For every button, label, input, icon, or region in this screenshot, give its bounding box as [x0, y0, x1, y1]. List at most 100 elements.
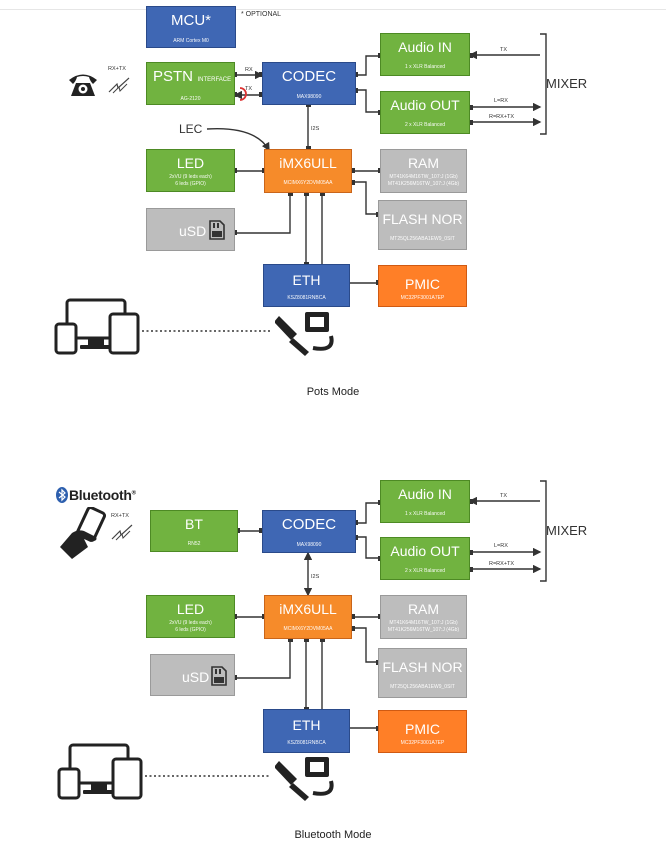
- optional-note: * OPTIONAL: [241, 11, 282, 18]
- bt-eth-sub: KSZ8081RNBCA: [287, 740, 326, 746]
- bt-audio-out-block: Audio OUT 2 x XLR Balanced: [380, 537, 470, 580]
- pots-l-rx-label: L=RX: [494, 98, 508, 104]
- devices-icon: [54, 298, 140, 355]
- top-divider: [0, 9, 666, 10]
- bt-ram-sub2: MT41K256M16TW_107:J (4Gb): [387, 626, 460, 633]
- bt-audio-in-sub: 1 x XLR Balanced: [404, 511, 446, 517]
- bt-flash-title: FLASH NOR: [382, 659, 463, 675]
- bt-ethernet-cable-icon: [275, 757, 334, 801]
- ram-sub2: MT41K256M16TW_107:J (4Gb): [387, 180, 460, 187]
- mcu-sub: ARM Cortex M0: [173, 38, 209, 44]
- bt-ram-sub1: MT41K64M16TW_107:J (1Gb): [389, 620, 458, 626]
- pmic-title: PMIC: [405, 276, 440, 292]
- bt-audio-in-title: Audio IN: [398, 486, 452, 502]
- pots-lec-label: LEC: [179, 122, 203, 136]
- imx-title: iMX6ULL: [279, 155, 337, 171]
- bt-sub: RN52: [187, 541, 201, 547]
- bt-sd-card-icon: [211, 666, 227, 686]
- bt-mixer-label: MIXER: [546, 523, 588, 538]
- bluetooth-logo-icon: [56, 487, 68, 503]
- bt-pmic-block: PMIC MC32PF3001A7EP: [378, 710, 467, 753]
- bluetooth-brand-text: Bluetooth: [69, 487, 132, 503]
- phone-icon: [69, 74, 97, 96]
- bt-led-block: LED 2xVU (9 leds each) 6 leds (GPIO): [146, 595, 235, 638]
- codec-sub: MAX98090: [296, 94, 322, 100]
- bt-imx-block: iMX6ULL MCIMX6Y2DVM05AA: [264, 595, 352, 639]
- bt-rxtx-label: RX+TX: [111, 513, 129, 519]
- pots-tx-label: TX: [245, 86, 253, 92]
- bt-imx-title: iMX6ULL: [279, 601, 337, 617]
- bt-usd-title: uSD: [182, 669, 210, 685]
- signal-icon: [108, 77, 130, 94]
- bt-codec-title: CODEC: [281, 516, 337, 533]
- bt-led-sub2: 6 leds (GPIO): [175, 626, 206, 633]
- bt-pmic-title: PMIC: [405, 721, 440, 737]
- ram-title: RAM: [407, 155, 440, 171]
- bt-audio-out-sub: 2 x XLR Balanced: [404, 568, 446, 574]
- echo-arc: [239, 87, 247, 101]
- bt-title: BT: [185, 516, 203, 532]
- bt-codec-block: CODEC MAX98090: [262, 510, 356, 553]
- eth-sub: KSZ8081RNBCA: [287, 295, 326, 301]
- bt-flash-sub: MT25QL256ABA1EW9_0SIT: [390, 684, 455, 690]
- pots-pmic-block: PMIC MC32PF3001A7EP: [378, 265, 467, 307]
- bt-codec-sub: MAX98090: [296, 542, 322, 548]
- usd-title: uSD: [179, 223, 207, 239]
- pots-rx-label: RX: [245, 67, 253, 73]
- pots-audio-in-block: Audio IN 1 x XLR Balanced: [380, 33, 470, 76]
- codec-title: CODEC: [281, 68, 337, 85]
- pots-mode-caption: Pots Mode: [306, 386, 360, 398]
- bt-usd-block: uSD: [150, 654, 235, 696]
- ram-sub1: MT41K64M16TW_107:J (1Gb): [389, 174, 458, 180]
- bluetooth-brand: Bluetooth®: [69, 487, 136, 503]
- pots-ram-block: RAM MT41K64M16TW_107:J (1Gb) MT41K256M16…: [380, 149, 467, 193]
- pots-r-rxtx-label: R=RX+TX: [489, 114, 515, 120]
- bt-audio-in-block: Audio IN 1 x XLR Balanced: [380, 480, 470, 523]
- bt-eth-block: ETH KSZ8081RNBCA: [263, 709, 350, 753]
- audio-in-sub: 1 x XLR Balanced: [404, 64, 446, 70]
- bt-eth-title: ETH: [292, 717, 321, 733]
- eth-title: ETH: [292, 272, 321, 288]
- audio-in-title: Audio IN: [398, 39, 452, 55]
- bt-led-title: LED: [176, 601, 205, 617]
- pots-imx-block: iMX6ULL MCIMX6Y2DVM05AA: [264, 149, 352, 193]
- bt-imx-sub: MCIMX6Y2DVM05AA: [283, 626, 333, 632]
- bt-led-sub1: 2xVU (9 leds each): [169, 620, 212, 626]
- mcu-block: MCU* ARM Cortex M0: [146, 6, 236, 48]
- bt-signal-icon: [111, 524, 133, 541]
- pots-tx-in-label: TX: [500, 47, 508, 53]
- bt-ram-title: RAM: [407, 601, 440, 617]
- pstn-block: PSTN INTERFACE AG-2120: [146, 62, 235, 105]
- bluetooth-brand-mark: ®: [131, 490, 136, 497]
- led-sub2: 6 leds (GPIO): [175, 180, 206, 187]
- audio-out-title: Audio OUT: [390, 97, 460, 113]
- bt-mode-caption: Bluetooth Mode: [294, 829, 372, 841]
- bt-tx-in-label: TX: [500, 493, 508, 499]
- pots-rxtx-label: RX+TX: [108, 66, 126, 72]
- pots-audio-out-block: Audio OUT 2 x XLR Balanced: [380, 91, 470, 134]
- pots-i2s-label: I2S: [311, 126, 320, 132]
- bt-i2s-label: I2S: [311, 574, 320, 580]
- bt-l-rx-label: L=RX: [494, 543, 508, 549]
- sd-card-icon: [209, 220, 225, 240]
- bt-flash-block: FLASH NOR MT25QL256ABA1EW9_0SIT: [378, 648, 467, 698]
- pots-usd-block: uSD: [146, 208, 235, 251]
- pstn-sub: AG-2120: [180, 96, 201, 102]
- pstn-title: PSTN: [153, 68, 194, 85]
- pots-led-block: LED 2xVU (9 leds each) 6 leds (GPIO): [146, 149, 235, 192]
- bt-audio-out-title: Audio OUT: [390, 543, 460, 559]
- flash-title: FLASH NOR: [382, 211, 463, 227]
- flash-sub: MT25QL256ABA1EW9_0SIT: [390, 236, 455, 242]
- pots-codec-block: CODEC MAX98090: [262, 62, 356, 105]
- pmic-sub: MC32PF3001A7EP: [400, 295, 445, 301]
- imx-sub: MCIMX6Y2DVM05AA: [283, 180, 333, 186]
- bt-ram-block: RAM MT41K64M16TW_107:J (1Gb) MT41K256M16…: [380, 595, 467, 639]
- led-sub1: 2xVU (9 leds each): [169, 174, 212, 180]
- pots-eth-block: ETH KSZ8081RNBCA: [263, 264, 350, 307]
- pots-flash-block: FLASH NOR MT25QL256ABA1EW9_0SIT: [378, 200, 467, 250]
- pots-mixer-label: MIXER: [546, 76, 588, 91]
- pstn-title-small: INTERFACE: [197, 77, 232, 83]
- bt-pmic-sub: MC32PF3001A7EP: [400, 740, 445, 746]
- hand-phone-icon: [60, 507, 107, 559]
